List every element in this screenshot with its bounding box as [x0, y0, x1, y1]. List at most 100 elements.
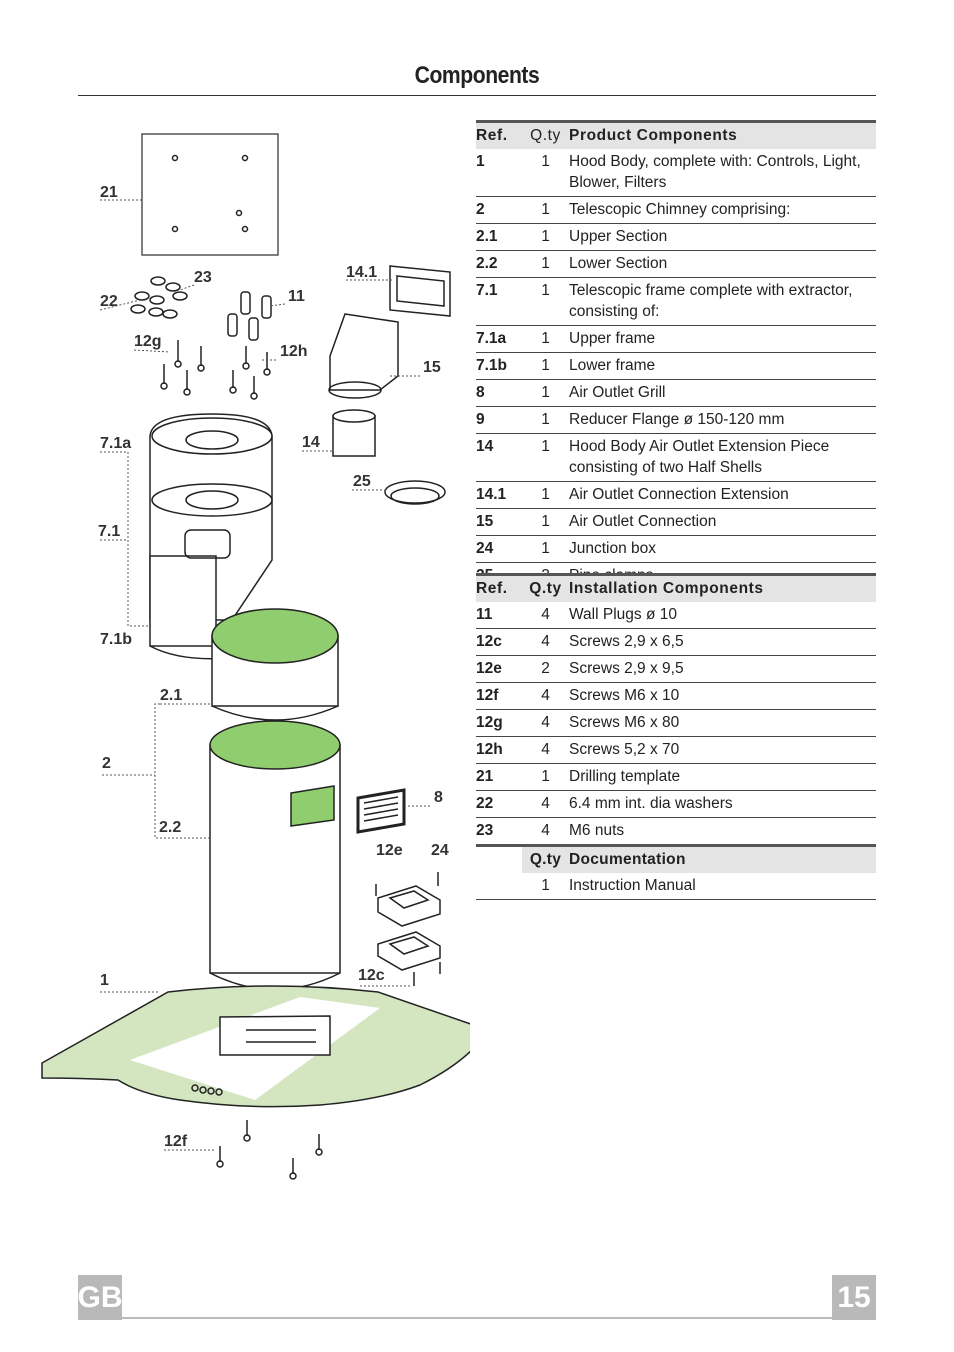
hood-body-part	[41, 985, 470, 1108]
upper-chimney-part	[211, 608, 339, 721]
title-divider	[78, 95, 876, 96]
label-12g: 12g	[134, 333, 162, 350]
row-description: Screws M6 x 80	[569, 714, 680, 731]
row-qty: 1	[541, 411, 550, 428]
label-15: 15	[423, 359, 441, 376]
row-description: Air Outlet Connection	[569, 513, 717, 530]
row-description: Reducer Flange ø 150-120 mm	[569, 411, 785, 428]
row-qty: 1	[541, 877, 550, 894]
row-description: Air Outlet Grill	[569, 384, 666, 401]
label-1: 1	[100, 972, 109, 989]
row-ref: 2.1	[476, 228, 498, 245]
row-ref: 14	[476, 438, 494, 455]
air-outlet-connection-part	[328, 313, 399, 399]
row-ref: 14.1	[476, 486, 507, 503]
row-qty: 1	[541, 540, 550, 557]
row-description: Upper Section	[569, 228, 668, 245]
row-ref: 7.1a	[476, 330, 507, 347]
row-description: Upper frame	[569, 330, 656, 347]
row-ref: 12f	[476, 687, 499, 704]
row-ref: 12e	[476, 660, 502, 677]
row-description: Screws M6 x 10	[569, 687, 680, 704]
label-22: 22	[100, 293, 118, 310]
label-7-1b: 7.1b	[100, 631, 132, 648]
row-qty: 1	[541, 513, 550, 530]
label-7-1a: 7.1a	[100, 435, 131, 452]
page-number: 15	[832, 1275, 876, 1320]
row-description: Hood Body, complete with: Controls, Ligh…	[569, 153, 861, 191]
row-description: Junction box	[569, 540, 657, 557]
header-description: Product Components	[569, 127, 738, 144]
label-24: 24	[431, 842, 449, 859]
row-description: Drilling template	[569, 768, 681, 785]
row-ref: 23	[476, 822, 494, 839]
row-description: Wall Plugs ø 10	[569, 606, 677, 623]
row-qty: 4	[541, 714, 550, 731]
header-qty: Q.ty	[529, 851, 562, 868]
extension-piece-part	[332, 409, 376, 457]
header-description: Documentation	[569, 851, 686, 868]
drilling-template-part	[141, 133, 279, 256]
language-tab: GB	[78, 1275, 123, 1320]
row-qty: 4	[541, 606, 550, 623]
row-qty: 1	[541, 768, 550, 785]
row-description: Screws 2,9 x 6,5	[569, 633, 684, 650]
label-8: 8	[434, 789, 443, 806]
row-ref: 15	[476, 513, 494, 530]
table-row: 24 1 Junction box	[476, 536, 876, 563]
row-qty: 1	[541, 330, 550, 347]
label-23: 23	[194, 269, 212, 286]
header-ref: Ref.	[476, 127, 508, 144]
label-2-2: 2.2	[159, 819, 181, 836]
product-table-header: Ref. Q.ty Product Components	[476, 120, 876, 149]
row-ref: 2.2	[476, 255, 498, 272]
row-qty: 4	[541, 822, 550, 839]
label-11: 11	[288, 288, 305, 305]
row-description: Hood Body Air Outlet Extension Piece con…	[569, 438, 830, 476]
label-12h: 12h	[280, 343, 308, 360]
screws-12g-12h-part	[160, 340, 271, 400]
row-ref: 12c	[476, 633, 502, 650]
row-description: 6.4 mm int. dia washers	[569, 795, 733, 812]
telescopic-frame-part	[149, 413, 273, 660]
lower-chimney-part	[209, 720, 341, 991]
row-qty: 1	[541, 153, 550, 170]
table-row: 12h 4 Screws 5,2 x 70	[476, 737, 876, 764]
row-ref: 12h	[476, 741, 503, 758]
row-qty: 2	[541, 660, 550, 677]
row-ref: 22	[476, 795, 494, 812]
row-ref: 7.1b	[476, 357, 508, 374]
page-title: Components	[414, 62, 540, 89]
row-qty: 1	[541, 201, 550, 218]
pipe-clamps-part	[384, 480, 446, 505]
air-outlet-extension-part	[389, 265, 451, 317]
row-qty: 1	[541, 282, 550, 299]
label-2-1: 2.1	[160, 687, 182, 704]
label-14-1: 14.1	[346, 264, 377, 281]
row-qty: 1	[541, 438, 550, 455]
row-qty: 4	[541, 741, 550, 758]
table-row: 14 1 Hood Body Air Outlet Extension Piece …	[476, 434, 876, 482]
header-description: Installation Components	[569, 580, 764, 597]
row-ref: 2	[476, 201, 485, 218]
row-ref: 24	[476, 540, 494, 557]
label-7-1: 7.1	[98, 523, 120, 540]
table-row: 15 1 Air Outlet Connection	[476, 509, 876, 536]
row-description: Screws 5,2 x 70	[569, 741, 680, 758]
header-qty: Q.ty	[529, 580, 562, 597]
